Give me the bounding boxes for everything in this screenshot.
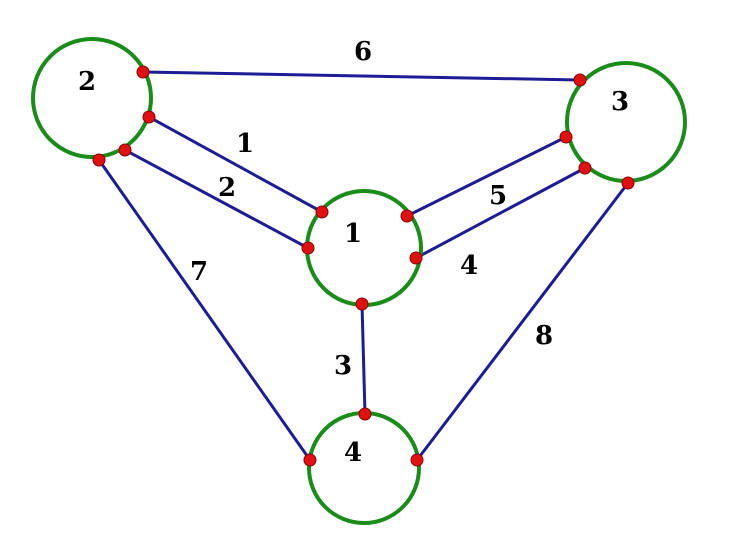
endpoint-dot xyxy=(621,176,635,190)
endpoint-dot xyxy=(142,110,156,124)
endpoints-group xyxy=(92,65,635,467)
edges-group xyxy=(97,70,630,461)
edge-5-line xyxy=(406,135,567,218)
edge-4-label: 4 xyxy=(460,251,478,281)
endpoint-dot xyxy=(410,453,424,467)
endpoint-dot xyxy=(578,161,592,175)
edge-4-line xyxy=(415,166,586,260)
endpoint-dot xyxy=(136,65,150,79)
endpoint-dot xyxy=(303,453,317,467)
node-3-label: 3 xyxy=(611,87,629,117)
edge-1-label: 1 xyxy=(236,129,254,159)
endpoint-dot xyxy=(559,130,573,144)
endpoint-dot xyxy=(92,153,106,167)
edge-8-label: 8 xyxy=(535,321,553,351)
edge-7-label: 7 xyxy=(190,257,208,287)
edge-2-label: 2 xyxy=(218,173,236,203)
edge-3-label: 3 xyxy=(334,351,352,381)
node-4-label: 4 xyxy=(344,438,362,468)
endpoint-dot xyxy=(573,73,587,87)
edge-2-line xyxy=(124,148,309,250)
endpoint-dot xyxy=(301,241,315,255)
node-2-label: 2 xyxy=(78,67,96,97)
edge-labels-group: 6 1 2 5 4 7 8 3 xyxy=(190,37,553,381)
endpoint-dot xyxy=(358,407,372,421)
node-labels-group: 2 3 1 4 xyxy=(78,67,629,468)
edge-3-line xyxy=(360,303,367,415)
endpoint-dot xyxy=(409,251,423,265)
endpoint-dot xyxy=(118,143,132,157)
edge-6-line xyxy=(142,70,581,82)
node-2-circle xyxy=(31,37,153,159)
endpoint-dot xyxy=(400,209,414,223)
edge-6-label: 6 xyxy=(354,37,372,67)
edge-8-line xyxy=(415,182,630,461)
endpoint-dot xyxy=(355,297,369,311)
node-1-label: 1 xyxy=(344,219,362,249)
node-4-circle xyxy=(307,411,421,525)
edge-5-label: 5 xyxy=(489,181,507,211)
edge-1-line xyxy=(148,115,323,214)
endpoint-dot xyxy=(315,205,329,219)
edge-7-line xyxy=(97,159,312,461)
